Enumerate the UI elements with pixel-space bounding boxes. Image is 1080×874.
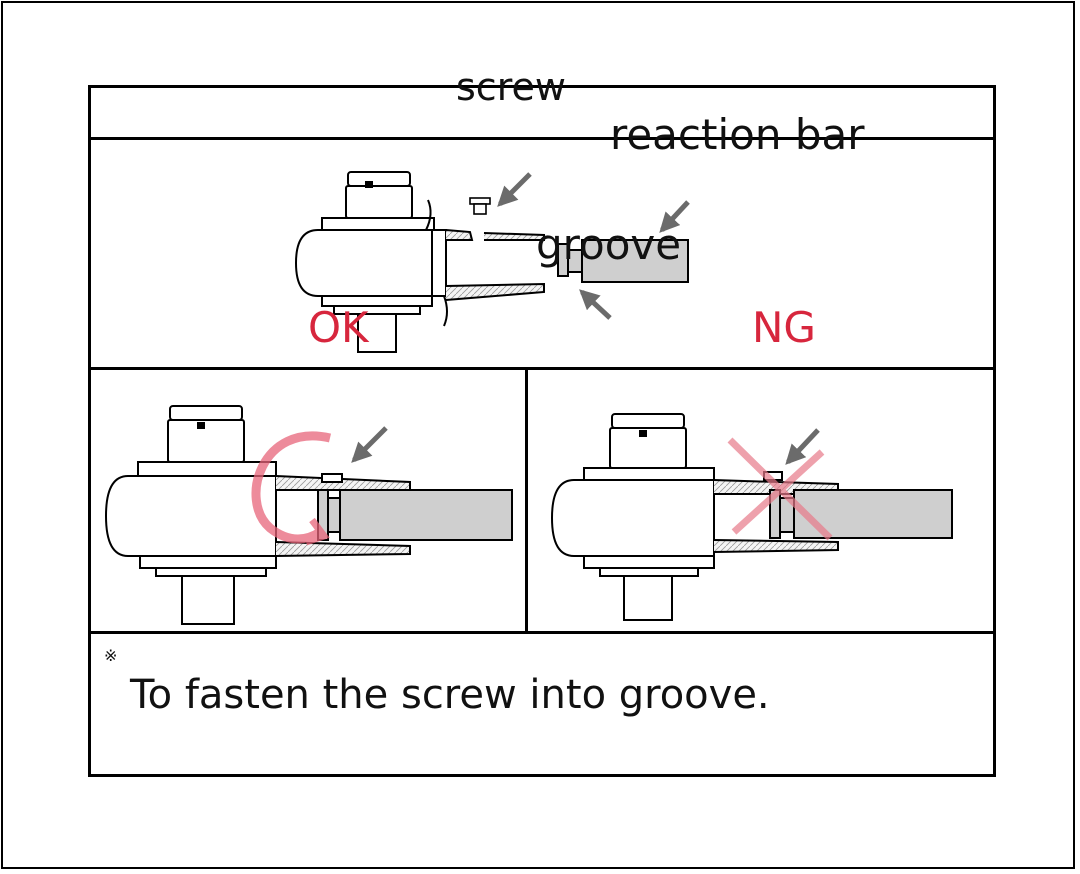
rotate-arrow-icon [251,431,332,546]
panel-assembly [91,140,993,370]
cross-mark-icon [727,437,833,541]
sheet-header [91,88,993,140]
note-caption: To fasten the screw into groove. [130,672,770,718]
wrench-head-ok [104,405,277,625]
wrench-arm-top [425,199,545,327]
wrench-head-ng [550,413,715,621]
status-ok-label: OK [308,303,369,352]
wrench-head-top [294,171,435,353]
panel-ok [91,370,528,634]
reaction-bar-ng [713,471,953,553]
arrow-icon [785,428,820,465]
note-mark: ※ [104,646,118,665]
reaction-bar-part [557,239,689,283]
status-ng-label: NG [752,303,816,352]
label-groove: groove [536,220,682,269]
panel-ng [528,370,993,634]
label-screw: screw [456,65,566,109]
arrow-icon [497,172,690,320]
instruction-sheet [88,85,996,777]
screw-part [469,197,491,215]
arrow-icon [351,426,388,463]
label-reaction-bar: reaction bar [610,110,865,159]
